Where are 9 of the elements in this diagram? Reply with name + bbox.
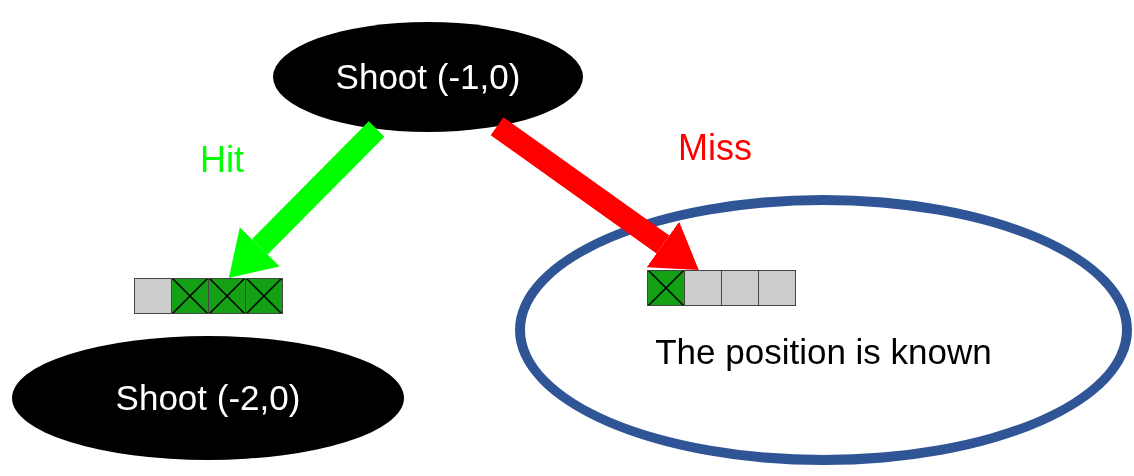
arrow — [490, 117, 699, 270]
arrow — [228, 121, 385, 278]
cell-strip — [648, 270, 796, 306]
node-label: The position is known — [655, 332, 992, 372]
node-label: Shoot (-2,0) — [115, 378, 301, 418]
edge-label: Miss — [678, 127, 752, 169]
edge-label: Hit — [200, 139, 244, 181]
cell-strip — [135, 278, 283, 314]
node-label: Shoot (-1,0) — [335, 57, 521, 97]
